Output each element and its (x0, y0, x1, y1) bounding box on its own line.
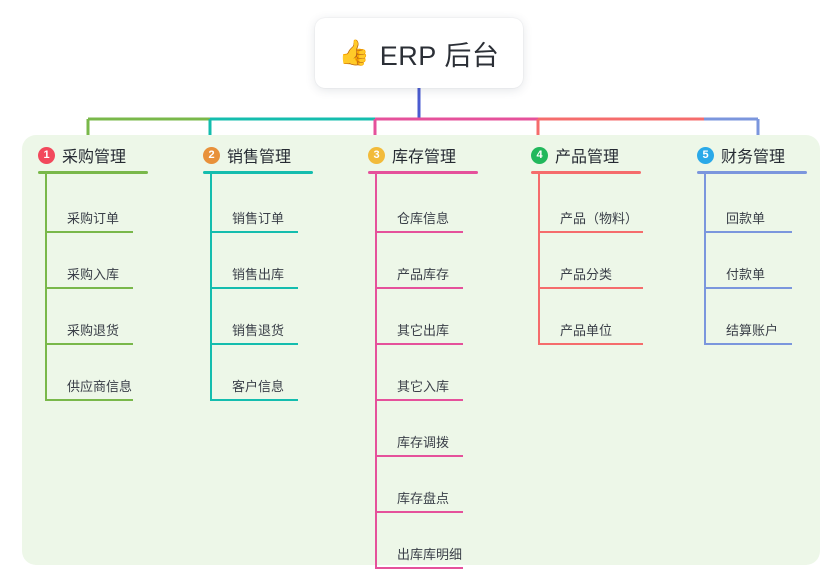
menu-item[interactable]: 产品（物料） (538, 203, 643, 233)
menu-item-label: 销售出库 (232, 267, 285, 282)
menu-item[interactable]: 采购订单 (45, 203, 133, 233)
menu-item-underline (375, 567, 463, 569)
category-badge-4: 4 (531, 146, 548, 164)
menu-item[interactable]: 供应商信息 (45, 371, 133, 401)
menu-item-label: 产品单位 (560, 323, 613, 338)
root-node-content: 👍 ERP 后台 (339, 34, 500, 73)
category-header-3[interactable]: 3 库存管理 (368, 143, 456, 167)
category-underline-1 (38, 171, 148, 174)
menu-item-underline (45, 287, 133, 289)
menu-item-underline (538, 343, 643, 345)
menu-item-label: 采购退货 (67, 323, 120, 338)
menu-item[interactable]: 产品库存 (375, 259, 463, 289)
menu-item[interactable]: 其它入库 (375, 371, 463, 401)
category-header-5[interactable]: 5 财务管理 (697, 143, 785, 167)
categories-panel: 1 采购管理采购订单采购入库采购退货供应商信息 2 销售管理销售订单销售出库销售退货客… (22, 135, 820, 569)
menu-item-underline (210, 399, 298, 401)
menu-item[interactable]: 产品单位 (538, 315, 643, 345)
menu-item-label: 客户信息 (232, 379, 285, 394)
thumbs-up-icon: 👍 (338, 38, 370, 67)
menu-item-underline (45, 399, 133, 401)
menu-item[interactable]: 库存盘点 (375, 483, 463, 513)
menu-item-label: 采购订单 (67, 211, 120, 226)
category-underline-3 (368, 171, 478, 174)
menu-item[interactable]: 仓库信息 (375, 203, 463, 233)
menu-item-underline (45, 343, 133, 345)
menu-item-underline (375, 343, 463, 345)
menu-item[interactable]: 产品分类 (538, 259, 643, 289)
category-underline-2 (203, 171, 313, 174)
category-header-4[interactable]: 4 产品管理 (531, 143, 619, 167)
menu-item[interactable]: 付款单 (704, 259, 792, 289)
menu-item-label: 其它出库 (397, 323, 450, 338)
menu-item-label: 产品库存 (397, 267, 450, 282)
category-badge-2: 2 (203, 146, 220, 164)
menu-item-label: 库存调拨 (397, 435, 450, 450)
category-spine-2 (210, 171, 212, 401)
menu-item[interactable]: 采购入库 (45, 259, 133, 289)
root-node-card[interactable]: 👍 ERP 后台 (315, 18, 523, 88)
menu-item-underline (375, 511, 463, 513)
menu-item-underline (538, 231, 643, 233)
menu-item-underline (375, 287, 463, 289)
category-title-5: 财务管理 (721, 149, 786, 166)
category-title-1: 采购管理 (62, 149, 127, 166)
menu-item[interactable]: 其它出库 (375, 315, 463, 345)
category-title-2: 销售管理 (227, 149, 292, 166)
menu-item[interactable]: 结算账户 (704, 315, 792, 345)
category-title-3: 库存管理 (392, 149, 457, 166)
menu-item-underline (704, 343, 792, 345)
menu-item-underline (704, 287, 792, 289)
category-header-1[interactable]: 1 采购管理 (38, 143, 126, 167)
category-spine-4 (538, 171, 540, 345)
menu-item-underline (375, 231, 463, 233)
menu-item-label: 库存盘点 (397, 491, 450, 506)
category-underline-4 (531, 171, 641, 174)
menu-item-label: 其它入库 (397, 379, 450, 394)
menu-item-underline (210, 287, 298, 289)
menu-item[interactable]: 库存调拨 (375, 427, 463, 457)
menu-item-underline (210, 231, 298, 233)
menu-item-label: 仓库信息 (397, 211, 450, 226)
menu-item-label: 产品分类 (560, 267, 613, 282)
menu-item-underline (375, 399, 463, 401)
category-spine-1 (45, 171, 47, 401)
category-badge-1: 1 (38, 146, 55, 164)
menu-item-label: 付款单 (726, 267, 766, 282)
menu-item-label: 销售订单 (232, 211, 285, 226)
menu-item-label: 供应商信息 (67, 379, 133, 394)
menu-item-label: 出库库明细 (397, 547, 463, 562)
menu-item-label: 结算账户 (726, 323, 779, 338)
category-header-2[interactable]: 2 销售管理 (203, 143, 291, 167)
menu-item-underline (45, 231, 133, 233)
menu-item-underline (704, 231, 792, 233)
menu-item-label: 回款单 (726, 211, 766, 226)
menu-item-label: 销售退货 (232, 323, 285, 338)
category-spine-5 (704, 171, 706, 345)
menu-item[interactable]: 销售出库 (210, 259, 298, 289)
menu-item-underline (210, 343, 298, 345)
page-title: ERP 后台 (379, 40, 500, 71)
category-badge-3: 3 (368, 146, 385, 164)
category-badge-5: 5 (697, 146, 714, 164)
category-underline-5 (697, 171, 807, 174)
menu-item-underline (538, 287, 643, 289)
menu-item-label: 产品（物料） (560, 211, 639, 226)
menu-item[interactable]: 出库库明细 (375, 539, 463, 569)
menu-item[interactable]: 客户信息 (210, 371, 298, 401)
category-spine-3 (375, 171, 377, 569)
menu-item[interactable]: 销售退货 (210, 315, 298, 345)
menu-item-label: 采购入库 (67, 267, 120, 282)
category-title-4: 产品管理 (555, 149, 620, 166)
menu-item[interactable]: 采购退货 (45, 315, 133, 345)
menu-item[interactable]: 销售订单 (210, 203, 298, 233)
menu-item-underline (375, 455, 463, 457)
menu-item[interactable]: 回款单 (704, 203, 792, 233)
